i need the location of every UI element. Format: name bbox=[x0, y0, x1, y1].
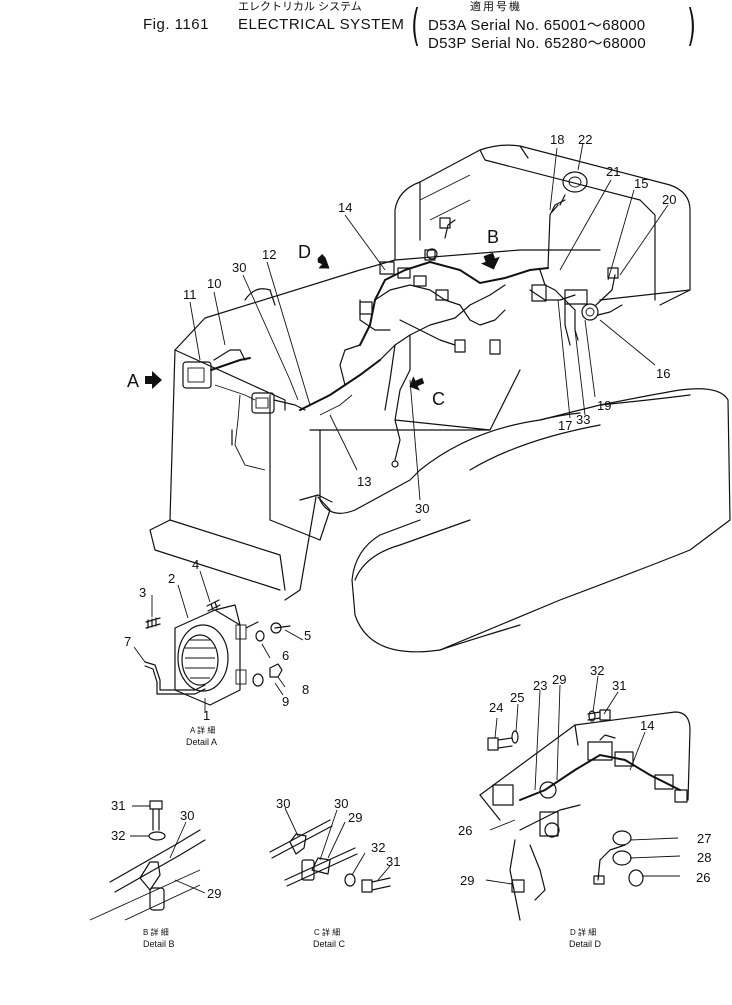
detail-caption: Detail C bbox=[313, 939, 346, 949]
view-arrow-letter: D bbox=[298, 242, 311, 262]
figure-title-japanese: エレクトリカル システム bbox=[238, 1, 362, 13]
serial-bracket-right: ) bbox=[687, 0, 696, 51]
detail-caption-japanese: D 詳 細 bbox=[570, 927, 596, 937]
part-callout-number: 29 bbox=[460, 873, 474, 888]
main-callouts: 10 11 12 13 14 15 16 17 18 19 20 21 22 3… bbox=[183, 132, 676, 516]
part-callout-number: 30 bbox=[276, 796, 290, 811]
part-callout-number: 5 bbox=[304, 628, 311, 643]
detail-a: 1 2 3 4 5 6 7 8 9 A 詳 細 Detail A bbox=[124, 557, 311, 747]
view-arrow-d: D bbox=[298, 242, 330, 269]
part-callout-number: 20 bbox=[662, 192, 676, 207]
part-callout-number: 17 bbox=[558, 418, 572, 433]
part-callout-number: 10 bbox=[207, 276, 221, 291]
part-callout-number: 15 bbox=[634, 176, 648, 191]
part-callout-number: 11 bbox=[183, 287, 197, 302]
view-arrow-letter: B bbox=[487, 227, 499, 247]
detail-caption-japanese: A 詳 細 bbox=[190, 725, 215, 735]
machine-outline bbox=[149, 144, 731, 653]
detail-c: 29 30 30 31 32 C 詳 細 Detail C bbox=[269, 796, 400, 949]
view-arrow-b: B bbox=[480, 227, 500, 270]
part-callout-number: 30 bbox=[415, 501, 429, 516]
view-arrow-letter: A bbox=[127, 371, 139, 391]
part-callout-number: 23 bbox=[533, 678, 547, 693]
part-callout-number: 30 bbox=[180, 808, 194, 823]
view-arrow-letter: C bbox=[432, 389, 445, 409]
figure-number: Fig. 1161 bbox=[143, 16, 209, 33]
part-callout-number: 19 bbox=[597, 398, 611, 413]
view-arrow-a: A bbox=[127, 371, 162, 391]
detail-caption-japanese: B 詳 細 bbox=[143, 927, 169, 937]
part-callout-number: 31 bbox=[612, 678, 626, 693]
part-callout-number: 18 bbox=[550, 132, 564, 147]
part-callout-number: 30 bbox=[232, 260, 246, 275]
part-callout-number: 29 bbox=[207, 886, 221, 901]
detail-caption: Detail D bbox=[569, 939, 602, 949]
part-callout-number: 1 bbox=[203, 708, 210, 723]
view-arrow-c: C bbox=[409, 376, 445, 409]
part-callout-number: 4 bbox=[192, 557, 199, 572]
part-callout-number: 33 bbox=[576, 412, 590, 427]
part-callout-number: 28 bbox=[697, 850, 711, 865]
part-callout-number: 31 bbox=[111, 798, 125, 813]
figure-title: ELECTRICAL SYSTEM bbox=[238, 16, 405, 33]
part-callout-number: 26 bbox=[696, 870, 710, 885]
part-callout-number: 25 bbox=[510, 690, 524, 705]
part-callout-number: 32 bbox=[371, 840, 385, 855]
part-callout-number: 31 bbox=[386, 854, 400, 869]
part-callout-number: 21 bbox=[606, 164, 620, 179]
part-callout-number: 3 bbox=[139, 585, 146, 600]
part-callout-number: 32 bbox=[590, 663, 604, 678]
part-callout-number: 16 bbox=[656, 366, 670, 381]
part-callout-number: 8 bbox=[302, 682, 309, 697]
part-callout-number: 14 bbox=[338, 200, 352, 215]
detail-caption-japanese: C 詳 細 bbox=[314, 927, 340, 937]
detail-b: 29 30 31 32 B 詳 細 Detail B bbox=[89, 798, 221, 949]
part-callout-number: 24 bbox=[489, 700, 503, 715]
part-callout-number: 13 bbox=[357, 474, 371, 489]
part-callout-number: 6 bbox=[282, 648, 289, 663]
part-callout-number: 2 bbox=[168, 571, 175, 586]
part-callout-number: 12 bbox=[262, 247, 276, 262]
detail-d: 14 23 24 25 26 26 27 28 29 29 31 32 D 詳 … bbox=[458, 663, 711, 949]
wiring-harness bbox=[182, 171, 623, 471]
serial-bracket-left: ( bbox=[411, 0, 420, 51]
part-callout-number: 14 bbox=[640, 718, 654, 733]
part-callout-number: 32 bbox=[111, 828, 125, 843]
serial-range-d53p: D53P Serial No. 65280～68000 bbox=[428, 35, 646, 52]
part-callout-number: 9 bbox=[282, 694, 289, 709]
part-callout-number: 26 bbox=[458, 823, 472, 838]
part-callout-number: 22 bbox=[578, 132, 592, 147]
part-callout-number: 29 bbox=[348, 810, 362, 825]
part-callout-number: 30 bbox=[334, 796, 348, 811]
applicable-serials-label: 適用号機 bbox=[470, 1, 522, 13]
part-callout-number: 29 bbox=[552, 672, 566, 687]
serial-range-d53a: D53A Serial No. 65001～68000 bbox=[428, 17, 646, 34]
detail-caption: Detail A bbox=[186, 737, 217, 747]
detail-caption: Detail B bbox=[143, 939, 175, 949]
part-callout-number: 7 bbox=[124, 634, 131, 649]
part-callout-number: 27 bbox=[697, 831, 711, 846]
